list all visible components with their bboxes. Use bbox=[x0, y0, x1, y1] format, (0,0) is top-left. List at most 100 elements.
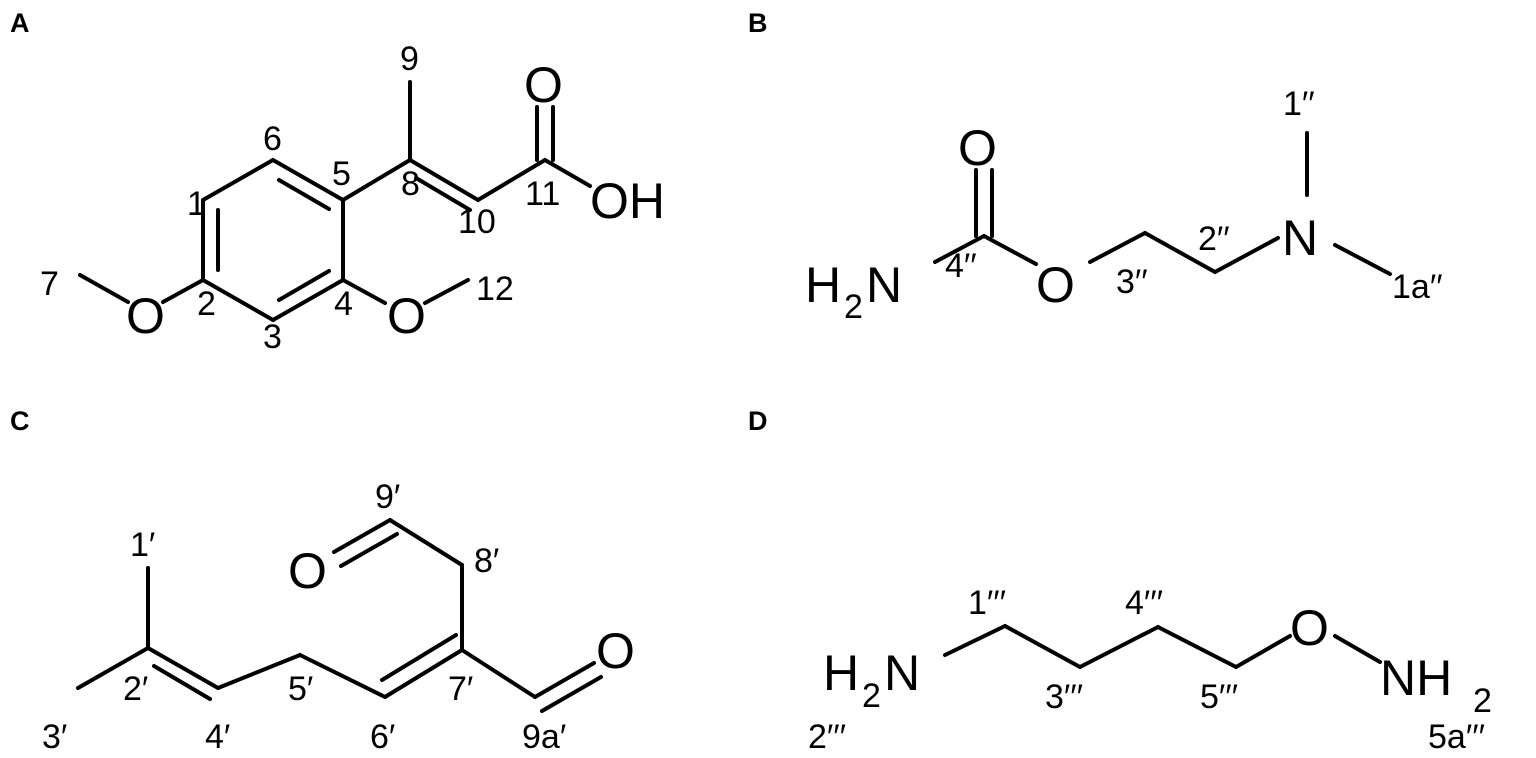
bond-c-c2-c4-inner bbox=[152, 664, 212, 701]
panel-letter-a: A bbox=[10, 8, 30, 38]
bond-a-c4-o bbox=[341, 278, 387, 305]
atom-b-o-carbonyl: O bbox=[958, 120, 997, 176]
bond-d-c1-c3 bbox=[1003, 624, 1082, 669]
atom-b-n-dimethyl: N bbox=[1282, 210, 1318, 266]
label-b-4pp: 4′′ bbox=[945, 247, 977, 285]
label-a-9: 9 bbox=[400, 40, 419, 78]
panel-c-labels: 9′ 1′ 8′ 2′ 5′ 7′ 9a′ 3′ 4′ 6′ O O bbox=[42, 478, 635, 756]
label-a-2: 2 bbox=[197, 285, 216, 323]
bond-b-c3-c2 bbox=[1143, 231, 1217, 274]
label-c-8p: 8′ bbox=[474, 542, 499, 580]
panel-c-bonds bbox=[76, 518, 603, 713]
label-a-10: 10 bbox=[458, 203, 496, 241]
atom-b-n-amine: N bbox=[866, 257, 902, 313]
label-c-1p: 1′ bbox=[130, 526, 155, 564]
bond-a-c8-c10 bbox=[408, 158, 480, 202]
atom-d-h-left-subscript: 2 bbox=[862, 677, 881, 715]
label-d-5appp: 5a′′′ bbox=[1428, 718, 1485, 756]
label-a-3: 3 bbox=[263, 318, 282, 356]
bond-a-c6-c5-inner bbox=[277, 178, 331, 211]
bond-b-c4-o bbox=[982, 234, 1038, 266]
panel-letter-d: D bbox=[748, 406, 768, 436]
atom-d-o: O bbox=[1290, 600, 1329, 656]
bond-b-c2-n bbox=[1213, 236, 1280, 274]
bond-a-c4-c3 bbox=[271, 278, 345, 322]
bond-a-o-c12 bbox=[423, 278, 470, 305]
atom-b-o-ester: O bbox=[1036, 257, 1075, 313]
label-c-2p: 2′ bbox=[123, 670, 148, 708]
bond-d-c3-c4 bbox=[1078, 625, 1160, 669]
bond-a-c6-c5 bbox=[271, 158, 345, 202]
atom-d-nh-subscript: 2 bbox=[1473, 682, 1492, 720]
bond-c-c5-c6 bbox=[298, 653, 387, 699]
panel-letter-b: B bbox=[748, 8, 768, 38]
label-b-3pp: 3′′ bbox=[1116, 263, 1148, 301]
bond-c-c7-c9a bbox=[460, 648, 537, 699]
label-d-3ppp: 3′′′ bbox=[1045, 678, 1083, 716]
bond-d-c5-o bbox=[1234, 634, 1292, 669]
bond-c-c9-o-inner bbox=[339, 532, 399, 568]
bond-b-n-c4 bbox=[933, 234, 986, 264]
bond-b-n-c1a bbox=[1333, 243, 1392, 276]
label-d-1ppp: 1′′′ bbox=[968, 584, 1006, 622]
bond-a-c1-c6 bbox=[201, 158, 275, 202]
label-c-3p: 3′ bbox=[42, 718, 67, 756]
bond-c-c2-c4 bbox=[146, 646, 220, 690]
label-a-11: 11 bbox=[525, 175, 560, 213]
panel-letter-c: C bbox=[10, 406, 30, 436]
bond-a-c10-c11 bbox=[476, 158, 547, 202]
bond-a-c11-oh bbox=[543, 158, 592, 188]
label-c-9p: 9′ bbox=[375, 478, 400, 516]
atom-a-o-right: O bbox=[387, 288, 426, 344]
panel-d: D 1′′′ 4′′′ 3′′′ 5′′′ 2′′′ 5a′′′ H 2 N O… bbox=[748, 406, 1492, 756]
atom-d-h-left: H bbox=[823, 645, 859, 701]
bond-a-c3-c2 bbox=[201, 278, 275, 322]
bond-a-o-c7 bbox=[78, 273, 130, 304]
bond-d-c4-c5 bbox=[1156, 625, 1238, 669]
panel-c: C 9′ 1′ 8′ 2′ 5′ 7′ 9a′ 3′ bbox=[10, 406, 635, 756]
label-c-6p: 6′ bbox=[370, 718, 395, 756]
panel-d-bonds bbox=[943, 624, 1382, 669]
bond-c-c2-c3 bbox=[76, 646, 150, 690]
panel-a: A 9 bbox=[10, 8, 665, 356]
bond-c-c9a-o bbox=[533, 661, 596, 699]
label-a-4: 4 bbox=[334, 285, 353, 323]
panel-a-labels: 9 6 5 8 1 11 10 7 2 4 12 3 O OH O O bbox=[40, 40, 665, 356]
bond-d-o-n bbox=[1333, 634, 1382, 664]
panel-b: B O H 2 N O N 1′′ 2′′ 4′′ 3′′ 1a′′ bbox=[748, 8, 1443, 326]
atom-d-nh: NH bbox=[1380, 650, 1452, 706]
bond-c-c6-c7-inner bbox=[380, 633, 458, 682]
bond-d-n-c1 bbox=[943, 624, 1007, 657]
panel-a-bonds bbox=[78, 80, 592, 322]
panel-b-labels: O H 2 N O N 1′′ 2′′ 4′′ 3′′ 1a′′ bbox=[805, 85, 1443, 326]
label-a-1: 1 bbox=[187, 185, 206, 223]
label-a-12: 12 bbox=[476, 270, 514, 308]
atom-a-o-left: O bbox=[126, 288, 165, 344]
atom-d-n-left: N bbox=[884, 645, 920, 701]
label-a-5: 5 bbox=[332, 155, 351, 193]
bond-a-c4-c3-inner bbox=[277, 269, 331, 302]
bond-a-c8-c10-inner bbox=[414, 176, 472, 212]
bond-c-c4-c5 bbox=[216, 653, 302, 690]
label-d-2ppp: 2′′′ bbox=[808, 718, 846, 756]
label-c-5p: 5′ bbox=[288, 670, 313, 708]
label-a-7: 7 bbox=[40, 265, 59, 303]
panel-d-labels: 1′′′ 4′′′ 3′′′ 5′′′ 2′′′ 5a′′′ H 2 N O N… bbox=[808, 584, 1492, 756]
atom-c-o-right: O bbox=[596, 623, 635, 679]
panel-b-bonds bbox=[933, 131, 1392, 276]
label-b-2pp: 2′′ bbox=[1198, 220, 1230, 258]
bond-b-o-c3 bbox=[1088, 231, 1147, 264]
atom-a-oh: OH bbox=[590, 173, 665, 229]
bond-c-c8-c9 bbox=[388, 518, 464, 567]
bond-a-c2-o bbox=[161, 278, 205, 304]
label-b-1app: 1a′′ bbox=[1392, 268, 1443, 306]
label-c-7p: 7′ bbox=[448, 670, 473, 708]
bond-c-c9a-o-inner bbox=[540, 675, 603, 713]
bond-c-c9-o bbox=[332, 518, 392, 554]
atom-b-h: H bbox=[805, 257, 841, 313]
bond-c-c6-c7 bbox=[383, 648, 464, 699]
label-b-1pp: 1′′ bbox=[1283, 85, 1315, 123]
label-a-8: 8 bbox=[401, 165, 420, 203]
atom-a-o-carbonyl: O bbox=[524, 57, 563, 113]
